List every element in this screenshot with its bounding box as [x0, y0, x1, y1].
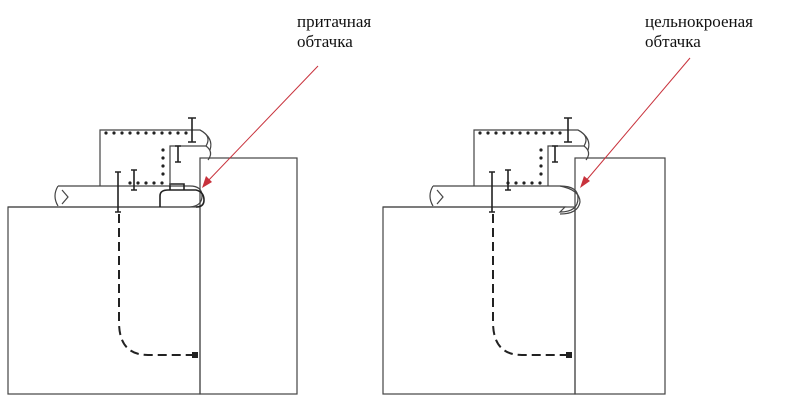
attached-facing-label-line2: обтачка	[297, 32, 353, 51]
left-front-panel	[7, 206, 201, 395]
right-stitch-markers	[489, 117, 572, 213]
left-facing-tab	[169, 183, 185, 190]
left-zigzag-end	[61, 189, 69, 205]
left-pocket-dashed-line	[118, 214, 195, 356]
right-riser	[473, 129, 587, 186]
left-pocket-end	[192, 352, 198, 358]
cut-on-facing-label-line1: цельнокроеная	[645, 12, 753, 31]
right-pocket-dashed-line	[492, 214, 568, 356]
right-pocket-end	[566, 352, 572, 358]
cut-on-facing-label-line2: обтачка	[645, 32, 701, 51]
left-lower-strip	[8, 185, 203, 208]
left-pointer-arrow	[202, 65, 319, 188]
attached-facing-label: притачная обтачка	[297, 12, 371, 52]
left-back-panel	[199, 157, 298, 395]
left-stitch-markers	[115, 117, 196, 213]
right-riser-curl	[577, 129, 590, 151]
cut-on-facing-label: цельнокроеная обтачка	[645, 12, 753, 52]
right-assembly	[382, 117, 666, 395]
left-riser-stitches	[104, 131, 188, 185]
attached-facing-label-line1: притачная	[297, 12, 372, 31]
right-zigzag-end	[436, 189, 444, 205]
right-riser-curl-2	[583, 145, 590, 161]
right-lower-strip	[383, 185, 579, 213]
left-facing-piece	[159, 189, 205, 208]
left-assembly	[7, 117, 298, 395]
right-pointer-arrow	[580, 57, 691, 188]
left-riser-curl	[199, 129, 212, 151]
left-riser-curl-2	[205, 145, 212, 161]
right-back-panel	[574, 157, 666, 395]
right-strip-end	[429, 185, 434, 207]
right-cut-on-facing-fold	[559, 185, 581, 215]
right-front-panel	[382, 206, 576, 395]
right-riser-stitches	[478, 131, 562, 185]
left-strip-end	[54, 185, 59, 207]
